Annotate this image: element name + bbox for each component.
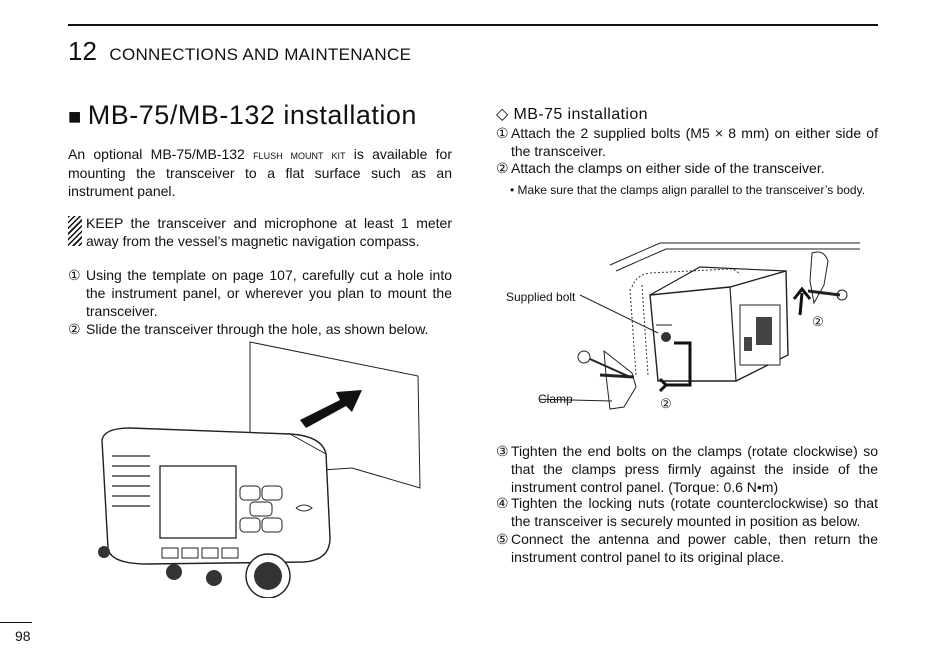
step-text: Tighten the locking nuts (rotate counter… <box>511 495 878 529</box>
intro-kit-name: flush mount kit <box>253 147 346 162</box>
label-clamp: Clamp <box>538 392 573 406</box>
footer-rule <box>0 622 32 623</box>
step-text: Connect the antenna and power cable, the… <box>511 531 878 565</box>
mb75-note: • Make sure that the clamps align parall… <box>510 183 866 197</box>
section-marker: ■ <box>68 104 82 129</box>
chapter-title: CONNECTIONS AND MAINTENANCE <box>109 45 412 64</box>
callout-step-2-bottom: ② <box>660 396 672 411</box>
warning-text: KEEP the transceiver and microphone at l… <box>86 215 452 249</box>
step-text: Slide the transceiver through the hole, … <box>86 321 429 337</box>
section-title-text: MB-75/MB-132 installation <box>87 100 417 130</box>
intro-paragraph: An optional MB-75/MB-132 flush mount kit… <box>68 145 452 200</box>
step-number: ① <box>68 267 81 283</box>
left-step-1: ① Using the template on page 107, carefu… <box>68 266 452 320</box>
label-supplied-bolt: Supplied bolt <box>506 290 576 304</box>
mb75-step-1: ① Attach the 2 supplied bolts (M5 × 8 mm… <box>496 124 878 160</box>
step-number: ③ <box>496 443 509 459</box>
intro-text-2: is available for mounting the transceive… <box>68 146 452 199</box>
chapter-heading: 12 CONNECTIONS AND MAINTENANCE <box>68 36 411 67</box>
step-text: Tighten the end bolts on the clamps (rot… <box>511 443 878 495</box>
step-text: Attach the 2 supplied bolts (M5 × 8 mm) … <box>511 125 878 159</box>
step-number: ① <box>496 125 509 141</box>
intro-text-1: An optional MB-75/MB-132 <box>68 146 254 162</box>
left-step-2: ② Slide the transceiver through the hole… <box>68 320 452 338</box>
step-number: ④ <box>496 495 509 511</box>
mb75-step-3: ③ Tighten the end bolts on the clamps (r… <box>496 442 878 496</box>
mb75-step-2: ② Attach the clamps on either side of th… <box>496 159 878 177</box>
step-text: Using the template on page 107, carefull… <box>86 267 452 319</box>
clamp-installation-illustration <box>540 242 860 410</box>
chapter-number: 12 <box>68 36 97 66</box>
panel-insert-illustration <box>98 341 421 598</box>
mb75-step-4: ④ Tighten the locking nuts (rotate count… <box>496 494 878 530</box>
step-number: ⑤ <box>496 531 509 547</box>
mb75-step-5: ⑤ Connect the antenna and power cable, t… <box>496 530 878 566</box>
step-number: ② <box>68 321 81 337</box>
header-rule <box>68 24 878 26</box>
callout-step-2-right: ② <box>812 314 824 329</box>
mb75-title: ◇ MB-75 installation <box>496 106 648 123</box>
step-number: ② <box>496 160 509 176</box>
step-text: Attach the clamps on either side of the … <box>511 160 825 176</box>
section-title: ■MB-75/MB-132 installation <box>68 100 417 131</box>
caution-hatch-icon <box>68 216 82 246</box>
page-number: 98 <box>15 628 31 644</box>
